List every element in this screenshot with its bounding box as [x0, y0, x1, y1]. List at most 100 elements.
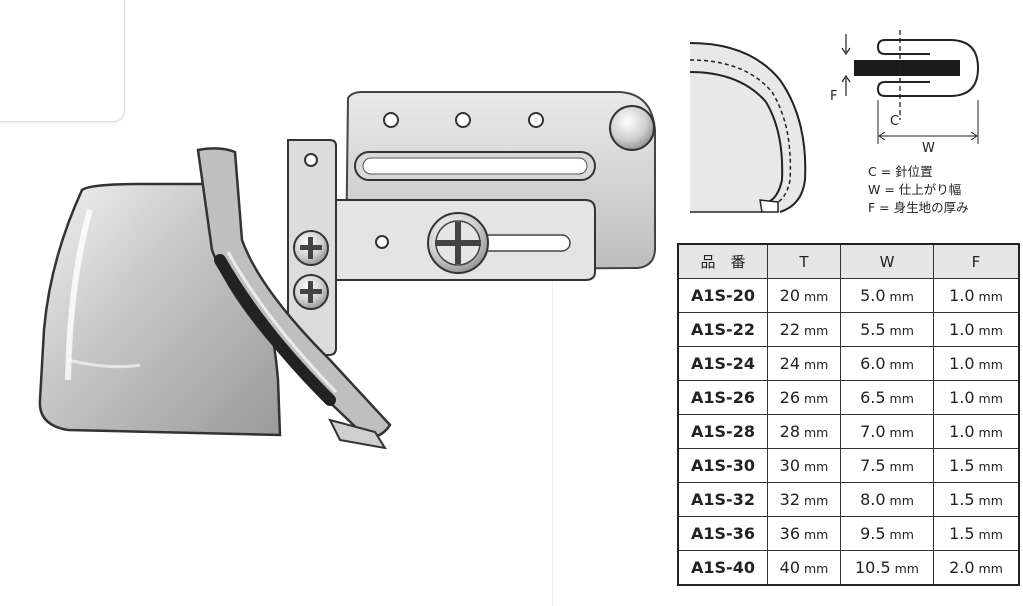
cell-unit: mm — [978, 425, 1003, 440]
cell-unit: mm — [889, 289, 914, 304]
cell-value: 22 — [779, 320, 800, 339]
header-w: W — [840, 243, 934, 279]
cell-value: 6.5 — [860, 388, 886, 407]
cell-code: A1S-30 — [677, 448, 768, 483]
cell-unit: mm — [978, 527, 1003, 542]
cell-unit: mm — [889, 459, 914, 474]
cell-value: 24 — [779, 354, 800, 373]
binding-width-diagram: F C W — [830, 30, 980, 155]
cell-unit: mm — [804, 493, 829, 508]
header-t: T — [767, 243, 841, 279]
cell-unit: mm — [978, 561, 1003, 576]
cell-value: 2.0 — [949, 558, 975, 577]
cell-unit: mm — [804, 323, 829, 338]
cell-value: 7.0 — [860, 422, 886, 441]
label-c: C — [890, 114, 899, 129]
cell-unit: mm — [978, 289, 1003, 304]
cell-code: A1S-36 — [677, 516, 768, 551]
divider-line — [552, 280, 553, 606]
corner-card — [0, 0, 125, 122]
cell-unit: mm — [804, 357, 829, 372]
binder-attachment-illustration — [38, 91, 656, 450]
header-f: F — [933, 243, 1020, 279]
cell-value: 1.0 — [949, 354, 975, 373]
cell-unit: mm — [889, 357, 914, 372]
table-header-row: 品 番 T W F — [677, 243, 1020, 279]
legend-item-w: W = 仕上がり幅 — [868, 182, 962, 197]
cell-t: 22 mm — [767, 312, 841, 347]
cell-unit: mm — [804, 425, 829, 440]
cell-code: A1S-24 — [677, 346, 768, 381]
cell-value: 1.0 — [949, 286, 975, 305]
cell-value: 5.5 — [860, 320, 886, 339]
cell-value: 7.5 — [860, 456, 886, 475]
cell-unit: mm — [889, 493, 914, 508]
cell-value: 5.0 — [860, 286, 886, 305]
cropped-heading-fragment — [707, 0, 852, 9]
cell-unit: mm — [804, 459, 829, 474]
cell-t: 24 mm — [767, 346, 841, 381]
cell-value: 8.0 — [860, 490, 886, 509]
cell-value: 26 — [779, 388, 800, 407]
cell-value: 6.0 — [860, 354, 886, 373]
cell-t: 26 mm — [767, 380, 841, 415]
cell-unit: mm — [978, 357, 1003, 372]
cell-value: 1.0 — [949, 422, 975, 441]
cell-unit: mm — [978, 391, 1003, 406]
cell-unit: mm — [889, 425, 914, 440]
cell-code: A1S-28 — [677, 414, 768, 449]
legend-item-c: C = 針位置 — [868, 164, 933, 179]
cell-value: 36 — [779, 524, 800, 543]
legend-item-f: F = 身生地の厚み — [868, 200, 969, 215]
cell-unit: mm — [889, 391, 914, 406]
cell-value: 1.5 — [949, 524, 975, 543]
cell-unit: mm — [978, 323, 1003, 338]
label-w: W — [922, 141, 935, 155]
legend: C = 針位置 W = 仕上がり幅 F = 身生地の厚み — [868, 163, 969, 217]
cell-t: 20 mm — [767, 278, 841, 313]
cell-unit: mm — [804, 561, 829, 576]
cell-unit: mm — [804, 391, 829, 406]
cell-value: 1.0 — [949, 388, 975, 407]
cell-unit: mm — [889, 527, 914, 542]
cell-value: 1.5 — [949, 490, 975, 509]
label-f: F — [830, 89, 837, 104]
cell-unit: mm — [804, 289, 829, 304]
cell-value: 20 — [779, 286, 800, 305]
cell-value: 28 — [779, 422, 800, 441]
cell-code: A1S-20 — [677, 278, 768, 313]
header-part-number: 品 番 — [677, 243, 768, 279]
cell-value: 32 — [779, 490, 800, 509]
cell-value: 1.0 — [949, 320, 975, 339]
cell-value: 1.5 — [949, 456, 975, 475]
cell-t: 28 mm — [767, 414, 841, 449]
cell-value: 9.5 — [860, 524, 886, 543]
